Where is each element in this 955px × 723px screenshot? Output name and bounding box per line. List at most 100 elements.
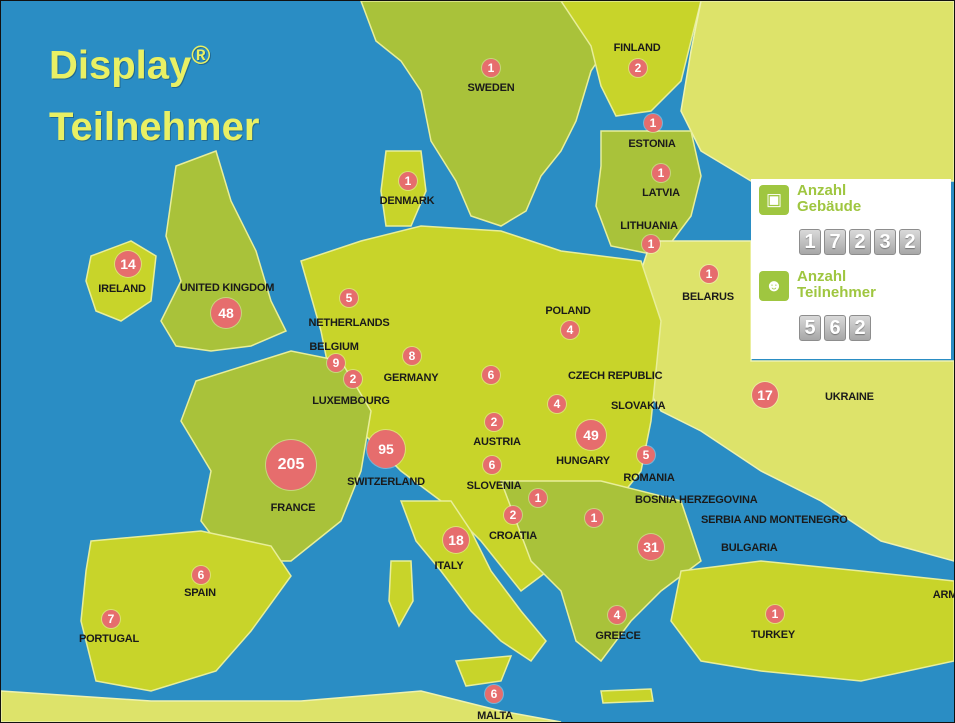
country-label-luxembourg: LUXEMBOURG — [312, 395, 390, 407]
country-label-netherlands: NETHERLANDS — [308, 317, 390, 329]
building-icon: ▣ — [759, 185, 789, 215]
count-badge-slovakia: 4 — [548, 395, 566, 413]
count-badge-croatia: 2 — [504, 506, 522, 524]
buildings-label-1: Anzahl — [797, 182, 847, 199]
count-badge-bosnia-herzegovina: 1 — [529, 489, 547, 507]
land-iberia — [80, 530, 292, 692]
count-badge-portugal: 7 — [102, 610, 120, 628]
participants-digit: 5 — [799, 315, 821, 341]
country-label-greece: GREECE — [595, 630, 641, 642]
title-display-text: Display — [49, 43, 192, 88]
count-badge-estonia: 1 — [644, 114, 662, 132]
country-label-denmark: DENMARK — [379, 195, 435, 207]
count-badge-bulgaria: 31 — [638, 534, 664, 560]
country-label-belgium: BELGIUM — [309, 341, 359, 353]
country-label-bulgaria: BULGARIA — [721, 542, 778, 554]
land-turkey — [670, 560, 954, 682]
count-badge-malta: 6 — [485, 685, 503, 703]
count-badge-czech-republic: 6 — [482, 366, 500, 384]
country-label-spain: SPAIN — [184, 587, 216, 599]
count-badge-luxembourg: 2 — [344, 370, 362, 388]
country-label-lithuania: LITHUANIA — [620, 220, 678, 232]
count-badge-lithuania: 1 — [642, 235, 660, 253]
country-label-switzerland: SWITZERLAND — [347, 476, 425, 488]
count-badge-denmark: 1 — [399, 172, 417, 190]
country-label-malta: MALTA — [477, 710, 513, 722]
count-badge-belarus: 1 — [700, 265, 718, 283]
participants-label-1: Anzahl — [797, 268, 847, 285]
count-badge-france: 205 — [266, 440, 316, 490]
buildings-digit: 7 — [824, 229, 846, 255]
country-label-romania: ROMANIA — [623, 472, 675, 484]
count-badge-italy: 18 — [443, 527, 469, 553]
count-badge-hungary: 49 — [576, 420, 606, 450]
count-badge-netherlands: 5 — [340, 289, 358, 307]
country-label-armenia-partial: ARM — [932, 589, 955, 601]
land-sicily — [454, 655, 513, 687]
country-label-finland: FINLAND — [613, 42, 661, 54]
country-label-turkey: TURKEY — [750, 629, 796, 641]
count-badge-austria: 2 — [485, 413, 503, 431]
count-badge-ukraine: 17 — [752, 382, 778, 408]
count-badge-sweden: 1 — [482, 59, 500, 77]
country-label-ukraine: UKRAINE — [825, 391, 874, 403]
count-badge-finland: 2 — [629, 59, 647, 77]
country-label-slovenia: SLOVENIA — [466, 480, 522, 492]
count-badge-spain: 6 — [192, 566, 210, 584]
participants-digit: 6 — [824, 315, 846, 341]
buildings-digit: 2 — [899, 229, 921, 255]
buildings-digit: 3 — [874, 229, 896, 255]
country-label-hungary: HUNGARY — [556, 455, 610, 467]
land-crete — [600, 688, 654, 704]
land-italy — [399, 500, 547, 663]
country-label-bosnia-herzegovina: BOSNIA HERZEGOVINA — [635, 494, 758, 506]
title-line-2: Teilnehmer — [49, 105, 260, 149]
count-badge-serbia-and-montenegro: 1 — [585, 509, 603, 527]
country-label-latvia: LATVIA — [642, 187, 680, 199]
land-russia-north — [680, 1, 954, 182]
country-label-croatia: CROATIA — [489, 530, 537, 542]
land-great-britain — [160, 150, 288, 352]
registered-mark: ® — [191, 40, 211, 70]
count-badge-slovenia: 6 — [483, 456, 501, 474]
country-label-germany: GERMANY — [383, 372, 439, 384]
country-label-slovakia: SLOVAKIA — [611, 400, 666, 412]
land-balkans — [499, 480, 702, 663]
country-label-ireland: IRELAND — [98, 283, 146, 295]
country-label-sweden: SWEDEN — [467, 82, 515, 94]
count-badge-greece: 4 — [608, 606, 626, 624]
title-line-1: Display® — [49, 33, 210, 87]
count-badge-united-kingdom: 48 — [211, 298, 241, 328]
buildings-digit: 2 — [849, 229, 871, 255]
count-badge-belgium: 9 — [327, 354, 345, 372]
count-badge-romania: 5 — [637, 446, 655, 464]
country-label-poland: POLAND — [545, 305, 591, 317]
count-badge-germany: 8 — [403, 347, 421, 365]
participants-label-2: Teilnehmer — [797, 284, 876, 301]
participants-digit: 2 — [849, 315, 871, 341]
country-label-estonia: ESTONIA — [628, 138, 676, 150]
country-label-austria: AUSTRIA — [473, 436, 521, 448]
country-label-portugal: PORTUGAL — [78, 633, 140, 645]
land-sardinia — [388, 560, 414, 628]
people-icon: ☻ — [759, 271, 789, 301]
country-label-italy: ITALY — [434, 560, 464, 572]
country-label-czech-republic: CZECH REPUBLIC — [568, 370, 663, 382]
country-label-serbia-and-montenegro: SERBIA AND MONTENEGRO — [701, 514, 848, 526]
count-badge-ireland: 14 — [115, 251, 141, 277]
country-label-france: FRANCE — [270, 502, 316, 514]
count-badge-turkey: 1 — [766, 605, 784, 623]
count-badge-poland: 4 — [561, 321, 579, 339]
country-label-belarus: BELARUS — [682, 291, 734, 303]
buildings-label-2: Gebäude — [797, 198, 862, 215]
count-badge-switzerland: 95 — [367, 430, 405, 468]
country-label-united-kingdom: UNITED KINGDOM — [179, 282, 275, 294]
land-north-africa — [1, 690, 562, 722]
count-badge-latvia: 1 — [652, 164, 670, 182]
buildings-digit: 1 — [799, 229, 821, 255]
